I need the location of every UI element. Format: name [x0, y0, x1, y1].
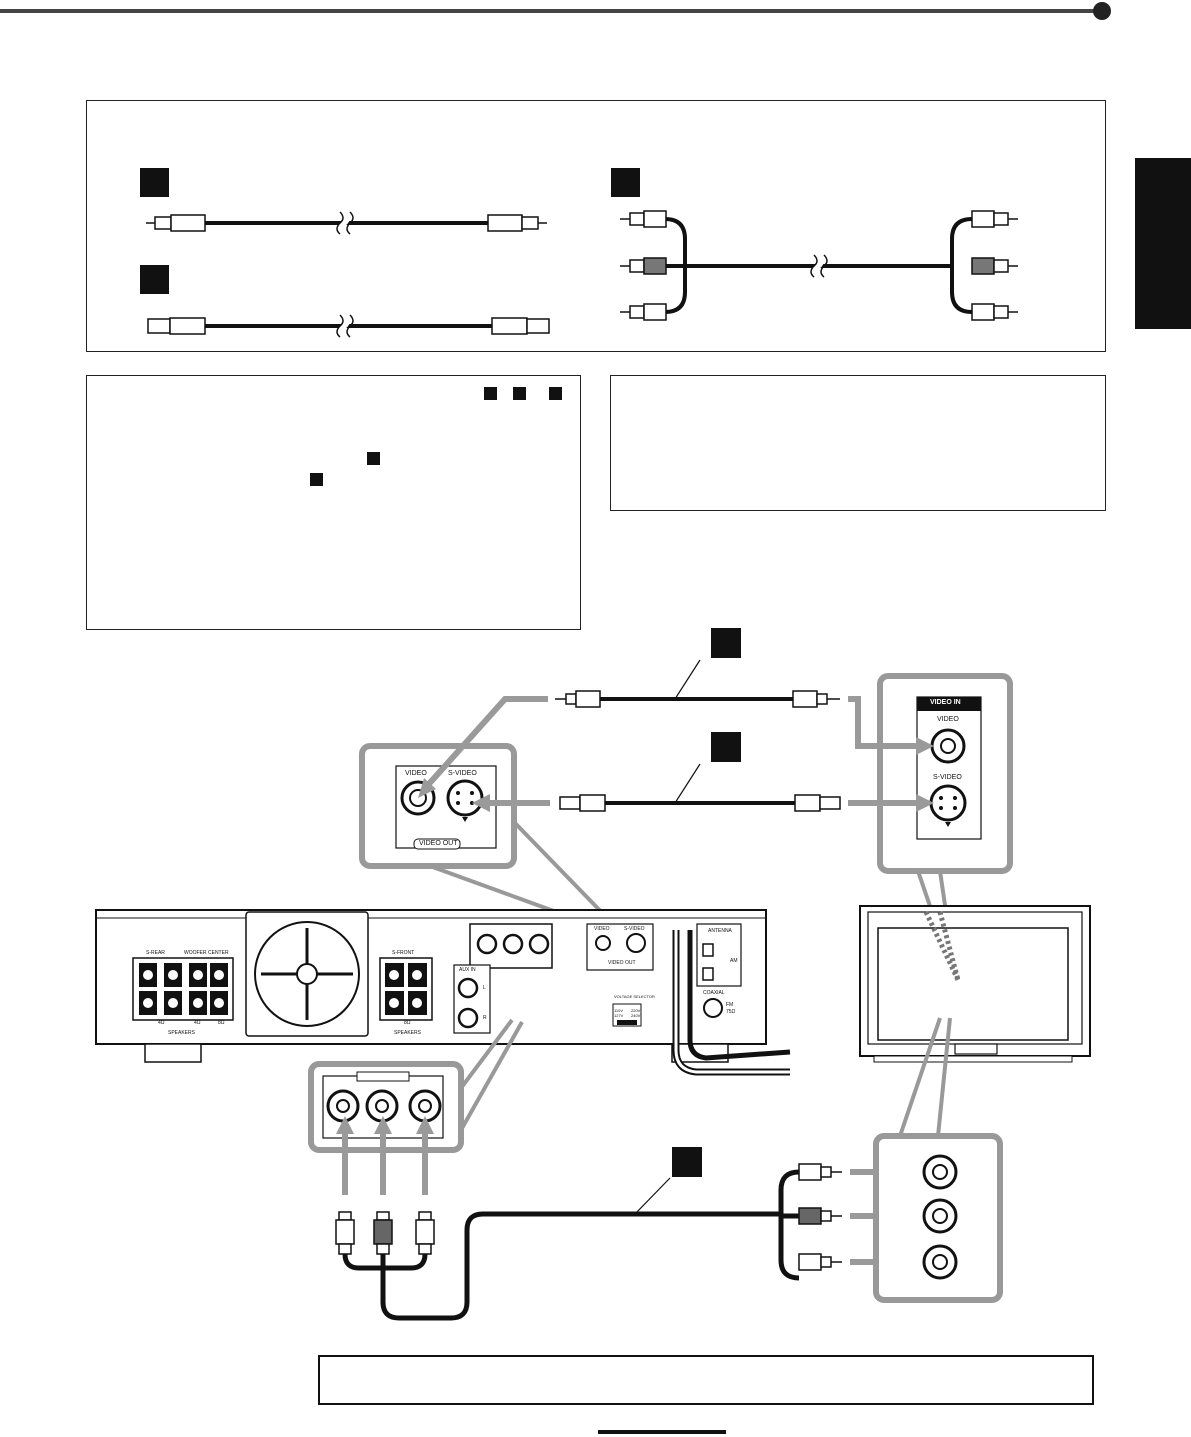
tv-component-in-panel [873, 1133, 1003, 1303]
label-fm-ohm: 75Ω [726, 1009, 736, 1015]
tv-set [859, 905, 1091, 1063]
label-center: CENTER [208, 950, 229, 956]
receiver-rear-panel [95, 909, 791, 1076]
inline-marker-3 [549, 387, 562, 400]
label-s-rear: S-REAR [146, 950, 165, 956]
instruction-box-left [86, 375, 581, 630]
label-am: AM [730, 958, 738, 964]
cable-a [146, 209, 547, 237]
diagram-cable-b [559, 763, 841, 812]
cable-illustrations [146, 209, 1018, 340]
label-ohm-mid: 4Ω [194, 1020, 201, 1026]
cable-a-marker [140, 168, 169, 197]
bottom-note-box [318, 1355, 1094, 1405]
diagram-marker-c [672, 1147, 702, 1177]
inline-marker-4 [367, 452, 380, 465]
top-rule-dot [1093, 2, 1111, 20]
label-coaxial: COAXIAL [703, 990, 725, 996]
label-v1: 110V [614, 1008, 624, 1013]
cable-b [147, 312, 550, 340]
label-rv-video: VIDEO [594, 926, 610, 932]
label-fm: FM [726, 1002, 734, 1008]
label-rv-svideo: S-VIDEO [624, 926, 645, 932]
callout-lines-component [459, 1018, 524, 1131]
diagram-cable-c [335, 1163, 842, 1321]
instruction-box-right [610, 375, 1106, 511]
label-tv-video-in: VIDEO IN [930, 699, 961, 706]
label-aux-in: AUX IN [459, 967, 476, 973]
inline-marker-1 [484, 387, 497, 400]
label-v4: 240V [631, 1013, 641, 1018]
inline-marker-2 [513, 387, 526, 400]
label-rv-video-out: VIDEO OUT [608, 960, 636, 966]
label-video-out-svideo: S-VIDEO [448, 770, 477, 777]
label-tv-video: VIDEO [937, 716, 959, 723]
label-v2: 127V [614, 1013, 624, 1018]
label-voltage-selector: VOLTAGE SELECTOR [614, 994, 655, 999]
section-tab [1135, 158, 1191, 329]
cables-box [86, 100, 1106, 352]
diagram-cable-a [555, 659, 840, 708]
gray-arrowheads [418, 737, 934, 812]
cable-c [620, 210, 1018, 321]
label-aux-l: L [483, 985, 486, 991]
tv-video-in-panel [877, 673, 1013, 874]
label-video-out-video: VIDEO [405, 770, 427, 777]
cable-c-marker [611, 168, 640, 197]
diagram-marker-b [711, 732, 741, 762]
cable-b-marker [140, 265, 169, 294]
label-ohm-front: 8Ω [404, 1020, 411, 1026]
label-ohm-right: 8Ω [218, 1020, 225, 1026]
label-speakers-left: SPEAKERS [168, 1030, 195, 1036]
callout-lines-tv-component [898, 1017, 952, 1137]
label-antenna: ANTENNA [708, 928, 732, 934]
top-rule [0, 9, 1100, 13]
label-woofer: WOOFER [184, 950, 207, 956]
label-aux-r: R [483, 1015, 487, 1021]
label-v3: 220V [631, 1008, 641, 1013]
label-speakers-right: SPEAKERS [394, 1030, 421, 1036]
label-ohm-left: 4Ω [158, 1020, 165, 1026]
gray-arrows [425, 696, 920, 806]
diagram-marker-a [711, 628, 741, 658]
label-s-front: S-FRONT [392, 950, 415, 956]
inline-marker-5 [310, 473, 323, 486]
label-tv-svideo: S-VIDEO [933, 774, 962, 781]
label-video-out: VIDEO OUT [419, 840, 458, 847]
